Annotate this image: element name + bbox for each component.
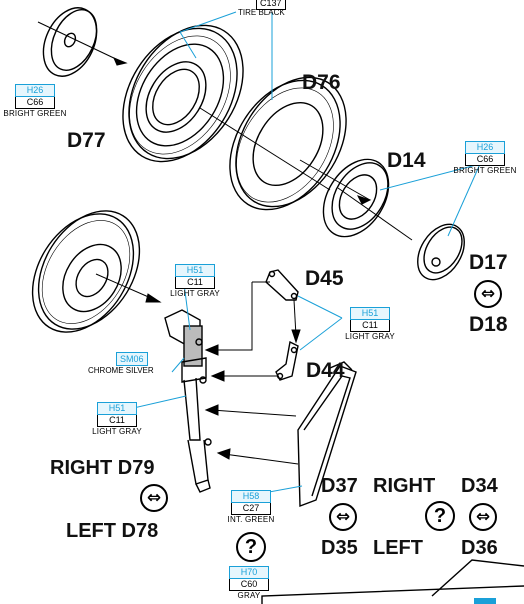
paint-code-h70: H70 (229, 566, 269, 579)
part-label-d17: D17 (469, 251, 508, 274)
gear-door (297, 361, 357, 508)
paint-code-h58: H58 (231, 490, 271, 503)
hub-cap-right (417, 223, 465, 281)
paint-name-light-gray: LIGHT GRAY (92, 427, 142, 436)
paint-name-bright-green: BRIGHT GREEN (453, 166, 517, 175)
part-label-right-d79: RIGHT D79 (50, 457, 155, 479)
torque-link-d45 (265, 269, 299, 301)
swap-glyph: ⇔ (146, 487, 162, 508)
hub-cap-left (42, 7, 98, 77)
paint-code-h26: H26 (465, 141, 505, 154)
question-glyph: ? (244, 536, 258, 558)
question-glyph: ? (433, 505, 447, 527)
paint-code-h51: H51 (175, 264, 215, 277)
reference-box (261, 559, 524, 604)
paint-tag-h51-lower: H51 C11 LIGHT GRAY (82, 402, 152, 436)
paint-code-c66: C66 (465, 154, 505, 166)
tire-d76 (229, 76, 347, 211)
paint-tag-h26-left: H26 C66 BRIGHT GREEN (2, 84, 68, 118)
paint-name-light-gray: LIGHT GRAY (170, 289, 220, 298)
paint-name-light-gray: LIGHT GRAY (345, 332, 395, 341)
paint-code-c66: C66 (15, 97, 55, 109)
part-label-d44: D44 (306, 359, 345, 382)
paint-code-h51: H51 (97, 402, 137, 415)
paint-code-h51: H51 (350, 307, 390, 320)
torque-link-d44 (275, 340, 299, 381)
part-label-d36: D36 (461, 537, 498, 559)
paint-name-int-green: INT. GREEN (227, 515, 275, 524)
part-label-left-d78: LEFT D78 (66, 520, 159, 542)
swap-glyph: ⇔ (475, 506, 491, 527)
part-label-d45: D45 (305, 267, 344, 290)
swap-glyph: ⇔ (480, 283, 496, 304)
assembled-wheel (31, 210, 141, 333)
paint-code-sm06: SM06 (116, 352, 148, 366)
paint-tag-h51-upper: H51 C11 LIGHT GRAY (160, 264, 230, 298)
swap-glyph: ⇔ (335, 506, 351, 527)
swap-symbol-icon: ⇔ (469, 503, 497, 531)
part-label-d18: D18 (469, 313, 508, 336)
part-label-d77: D77 (67, 129, 106, 152)
part-label-left: LEFT (373, 537, 423, 559)
paint-tag-h26-right: H26 C66 BRIGHT GREEN (440, 141, 524, 175)
part-label-d76: D76 (302, 71, 341, 94)
paint-code-h26: H26 (15, 84, 55, 97)
part-label-d35: D35 (321, 537, 358, 559)
wheel-half-d14 (322, 158, 390, 238)
paint-tag-h58: H58 C27 INT. GREEN (218, 490, 284, 524)
paint-code-c60: C60 (229, 579, 269, 591)
wheel-d77 (122, 24, 244, 163)
paint-tag-h70: H70 C60 GRAY (224, 566, 274, 600)
part-label-d14: D14 (387, 149, 426, 172)
paint-code-c11: C11 (175, 277, 215, 289)
part-label-d37: D37 (321, 475, 358, 497)
swap-symbol-icon: ⇔ (140, 484, 168, 512)
question-symbol-icon: ? (425, 501, 455, 531)
paint-name-gray: GRAY (237, 591, 261, 600)
paint-name-tire-black: TIRE BLACK (238, 8, 285, 17)
part-label-d34: D34 (461, 475, 498, 497)
paint-code-c11: C11 (350, 320, 390, 332)
paint-name-chrome-silver: CHROME SILVER (88, 366, 154, 375)
swap-symbol-icon: ⇔ (474, 280, 502, 308)
paint-code-c137: C137 (256, 0, 286, 10)
paint-name-bright-green: BRIGHT GREEN (3, 109, 67, 118)
accent-bar (474, 598, 496, 604)
paint-code-c11: C11 (97, 415, 137, 427)
paint-code-c27: C27 (231, 503, 271, 515)
oleo-strut (164, 309, 212, 493)
part-label-right: RIGHT (373, 475, 436, 497)
paint-tag-h51-mid: H51 C11 LIGHT GRAY (340, 307, 400, 341)
question-symbol-icon: ? (236, 532, 266, 562)
swap-symbol-icon: ⇔ (329, 503, 357, 531)
